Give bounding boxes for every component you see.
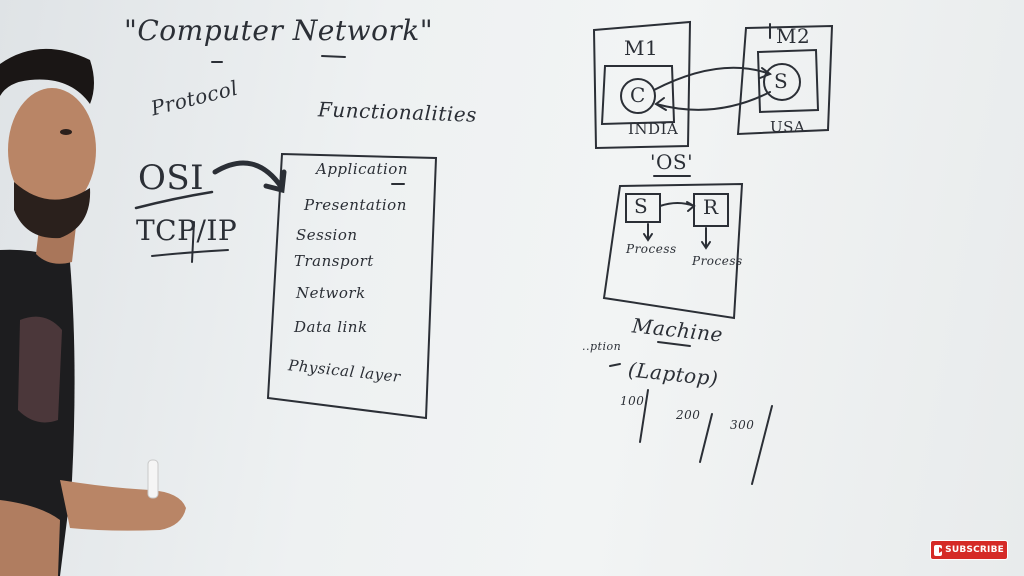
presenter-eye [60,129,72,135]
layer-data-link: Data link [294,318,368,336]
process2-arrowhead [701,241,711,250]
m1-outer-box [592,20,692,150]
title-underline [321,55,346,58]
server-to-client-arrow [655,91,771,111]
client-to-server-arrow [653,66,771,91]
tcpip-underline [151,249,229,257]
osi-underline [134,190,214,210]
process1-arrowhead [643,233,653,242]
machine2-label: M2 [776,24,811,48]
arrowhead-right [759,67,773,79]
sender-receiver-arrowhead [686,201,696,212]
os-label: 'OS' [650,150,694,174]
subscribe-label: SUBSCRIBE [945,545,1004,555]
os-box [602,182,744,320]
presenter-beard [14,182,91,239]
m1-inner-box [600,65,676,126]
osi-arrowhead [263,169,287,194]
port-divider-2 [699,413,713,463]
server-circle [763,63,801,101]
presenter-hand [60,480,186,531]
sender-box [625,193,661,223]
port-100: 100 [620,394,645,408]
sender-label: S [634,194,649,218]
presenter-face [8,88,96,212]
layers-box [266,152,438,420]
client-label: C [630,83,646,107]
tcpip-text: TCP/IP [136,214,238,247]
shirt-print [18,316,62,423]
note-text: ..ption [582,340,622,353]
subscribe-button[interactable]: SUBSCRIBE [930,540,1008,560]
layer-session: Session [296,226,358,244]
presenter-arm [0,500,60,576]
process2-label: Process [692,254,743,268]
receiver-label: R [703,195,719,219]
receiver-box [693,193,729,227]
title-text: "Computer Network" [124,14,434,47]
m2-inner-box [756,48,820,114]
port-200: 200 [676,408,701,422]
location-india: INDIA [628,120,679,138]
presenter-hair [0,48,94,104]
layer-network: Network [296,284,366,302]
layer-application: Application [316,160,408,178]
port-divider-3 [751,405,773,485]
tcpip-divider [191,221,195,263]
server-label: S [774,69,789,93]
marker-pen [147,459,159,499]
note-mark [609,363,621,367]
client-circle [620,78,656,114]
layer-transport: Transport [294,252,374,270]
arrowhead-left [654,97,667,111]
port-300: 300 [730,418,755,432]
machine-underline [657,341,691,347]
machine1-label: M1 [624,36,659,60]
location-usa: USA [770,118,806,136]
port-divider-1 [639,389,649,443]
osi-arrow [212,160,285,191]
process1-label: Process [626,242,677,256]
osi-text: OSI [138,158,205,198]
youtube-play-icon [934,544,945,556]
layer-presentation: Presentation [304,196,407,214]
m2-outer-box [736,24,834,136]
